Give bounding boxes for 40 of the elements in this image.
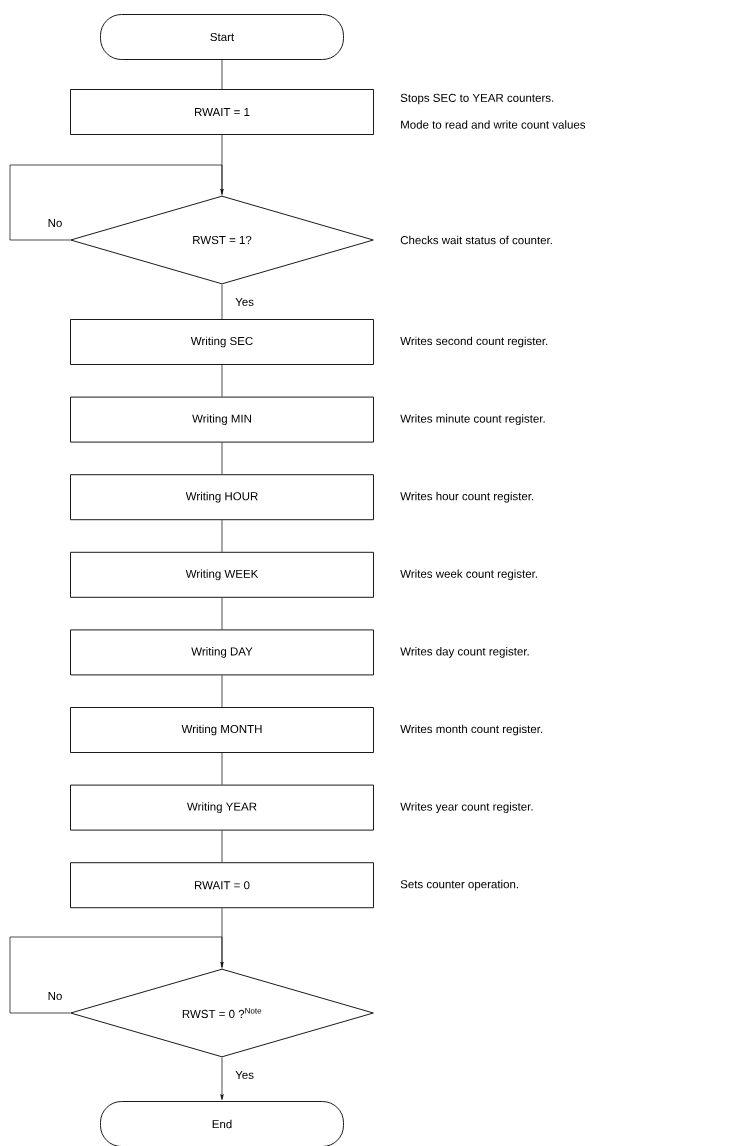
side-note: Writes month count register. [400,724,543,736]
edge-label: Yes [234,1070,255,1080]
connector [221,675,223,708]
edge-label: No [46,991,64,1001]
process-box: Writing MONTH [70,707,374,753]
side-note: Writes week count register. [400,569,537,581]
side-note: Stops SEC to YEAR counters. [400,93,554,105]
side-note: Writes day count register. [400,647,529,658]
connector [221,752,223,785]
edge-label: Yes [234,297,255,307]
connector [221,442,223,475]
side-note: Writes year count register. [400,802,533,813]
edge-label: No [46,218,64,228]
process-box: RWAIT = 1 [70,89,374,135]
process-box: Writing HOUR [70,474,374,521]
connector [221,907,223,969]
connector [221,830,223,863]
side-note: Writes minute count register. [400,414,545,425]
connector [9,936,224,1014]
side-note: Sets counter operation. [400,879,519,891]
connector [9,164,224,241]
connector [221,134,223,196]
side-note: Mode to read and write count values [401,120,586,129]
process-box: Writing MIN [70,396,374,443]
connector [221,519,223,553]
connector [220,1057,224,1100]
side-note: Writes hour count register. [400,491,534,503]
process-box: Writing SEC [70,319,374,365]
process-box: RWAIT = 0 [70,862,374,909]
connector [221,59,223,90]
process-box: Writing YEAR [70,784,374,831]
side-note: Writes second count register. [400,336,548,348]
process-box: Writing DAY [70,629,374,676]
connector [221,597,223,630]
connector [221,284,223,320]
connector [221,364,223,397]
process-box: Writing WEEK [70,551,374,598]
terminal-box: Start [100,14,344,60]
side-note: Checks wait status of counter. [400,235,552,245]
terminal-box: End [100,1101,344,1146]
